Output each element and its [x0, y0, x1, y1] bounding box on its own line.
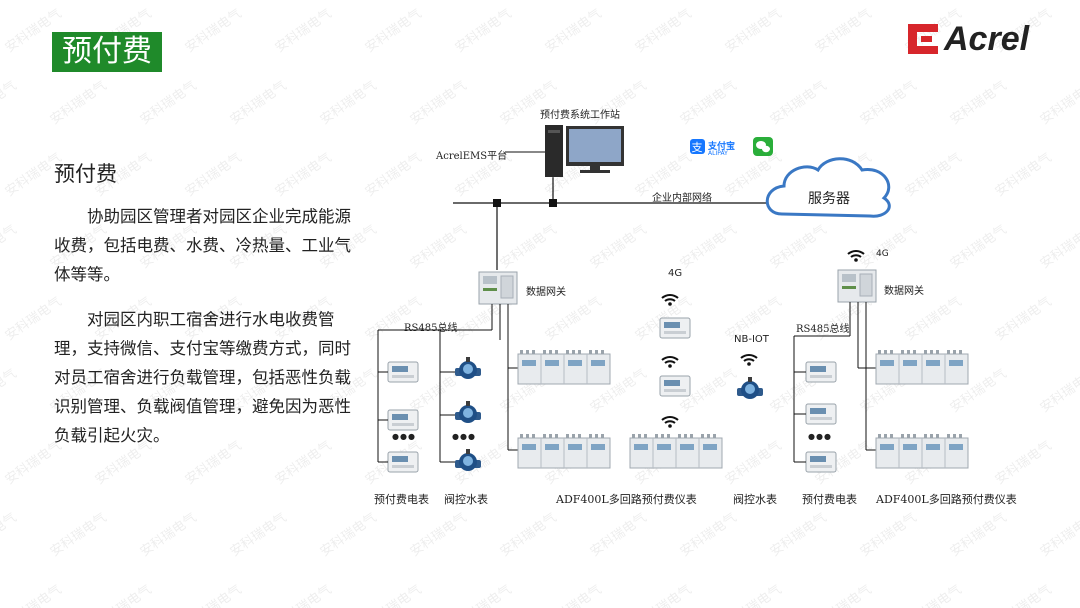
- gateway-left-label: 数据网关: [526, 287, 566, 298]
- bottom-label-water-meter-nbiot: 阀控水表: [733, 493, 777, 506]
- workstation-label: 预付费系统工作站: [540, 110, 620, 121]
- bottom-label-water-meter-left: 阀控水表: [444, 493, 488, 506]
- alipay-icon: 支: [690, 139, 705, 154]
- network-label: 企业内部网络: [652, 193, 712, 204]
- server-label: 服务器: [808, 191, 850, 207]
- bus-left-label: RS485总线: [404, 323, 458, 334]
- brand-logo: Acrel: [908, 18, 1058, 60]
- logo-text: Acrel: [944, 19, 1030, 58]
- 4g-right-label: 4G: [876, 249, 889, 259]
- alipay-sub-label: ALIPAY: [708, 150, 728, 157]
- water-meter-icon: [455, 357, 481, 471]
- computer-icon: [545, 125, 624, 177]
- dots-right-electric: ●●●: [808, 432, 832, 441]
- wechat-icon: [753, 137, 773, 156]
- dots-left-water: ●●●: [452, 432, 476, 441]
- gateway-right-label: 数据网关: [884, 286, 924, 297]
- page-title: 预付费: [52, 32, 162, 72]
- section-title: 预付费: [54, 162, 117, 186]
- gateway-icon: [478, 271, 518, 305]
- dots-left-electric: ●●●: [392, 432, 416, 441]
- description-paragraph-2: 对园区内职工宿舍进行水电收费管理，支持微信、支付宝等缴费方式，同时对员工宿舍进行…: [54, 310, 351, 445]
- meter-icon: [387, 361, 419, 473]
- alipay-label: 支付宝: [708, 142, 736, 152]
- acrel-logo-icon: [908, 24, 938, 54]
- bottom-label-adf400l-right: ADF400L多回路预付费仪表: [876, 493, 1017, 506]
- bus-right-label: RS485总线: [796, 324, 850, 335]
- description-paragraph-1: 协助园区管理者对园区企业完成能源收费，包括电费、水费、冷热量、工业气体等等。: [54, 207, 351, 284]
- bottom-label-prepaid-meter-right: 预付费电表: [802, 493, 857, 506]
- 4g-mid-label: 4G: [668, 268, 683, 279]
- cloud-icon: [765, 157, 891, 218]
- platform-label: AcrelEMS平台: [436, 151, 508, 162]
- bottom-label-prepaid-meter-left: 预付费电表: [374, 493, 429, 506]
- bottom-label-adf400l-left: ADF400L多回路预付费仪表: [556, 493, 697, 506]
- wifi-icon: [661, 293, 679, 307]
- nbiot-label: NB-IOT: [734, 334, 769, 345]
- svg-text:支: 支: [692, 141, 703, 154]
